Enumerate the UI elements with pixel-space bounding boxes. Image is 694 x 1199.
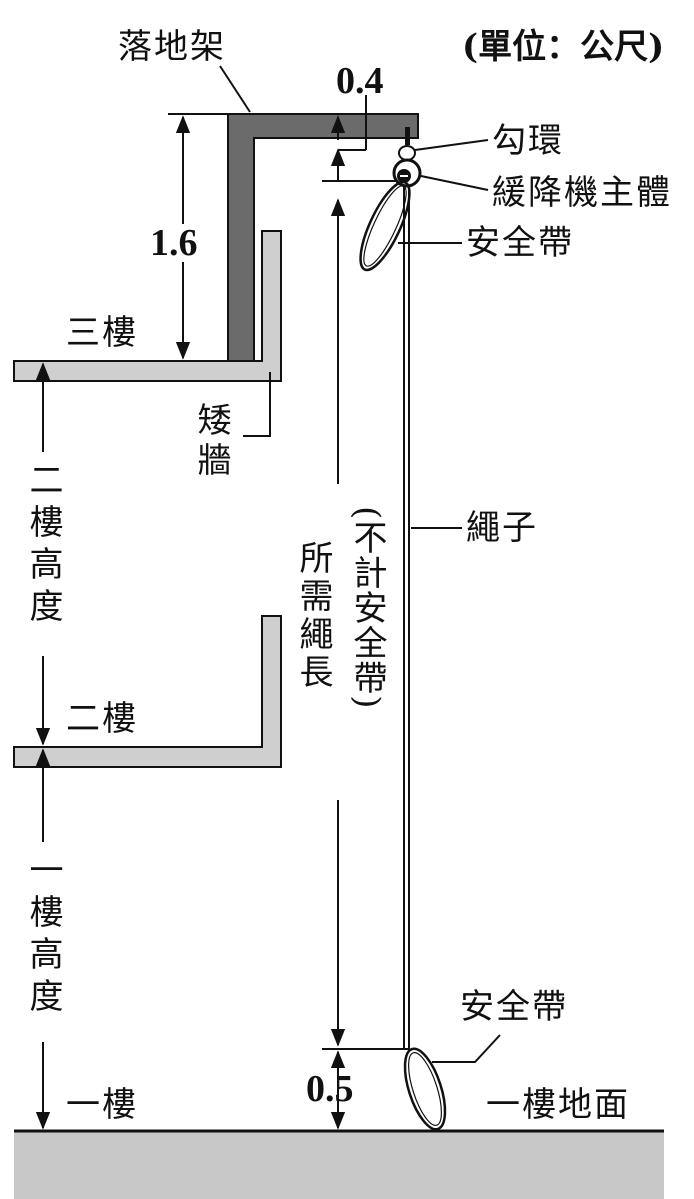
floor-stand bbox=[227, 113, 419, 362]
hook-ring bbox=[398, 145, 416, 161]
excluding-belt-label: (不計安全帶) bbox=[347, 506, 387, 710]
safety-belt-bottom-loop-inner bbox=[408, 1052, 442, 1126]
first-floor-height-label: 一樓高度 bbox=[23, 852, 63, 1020]
required-rope-length-label: 所需繩長 bbox=[293, 540, 333, 692]
safety-belt-bottom-label: 安全帶 bbox=[460, 987, 568, 1027]
hook-rod bbox=[405, 127, 410, 145]
second-floor-label: 二樓 bbox=[66, 699, 138, 739]
unit-note: (單位：公尺) bbox=[462, 27, 665, 67]
safety-belt-top-loop-inner bbox=[363, 185, 407, 267]
second-floor-slab bbox=[13, 615, 282, 768]
safety-belt-bottom-leader bbox=[432, 1034, 501, 1063]
descender-leader bbox=[420, 175, 489, 191]
descender-slot bbox=[400, 175, 408, 177]
hook-ring-label: 勾環 bbox=[492, 121, 564, 161]
stand-height-value: 1.6 bbox=[150, 222, 198, 264]
rope-label: 繩子 bbox=[466, 508, 538, 548]
third-floor-label: 三樓 bbox=[66, 313, 138, 353]
safety-belt-bottom-loop bbox=[403, 1047, 447, 1131]
second-floor-height-label: 二樓高度 bbox=[23, 462, 63, 630]
hook-ring-leader bbox=[414, 139, 489, 151]
ground-floor-surface-label: 一樓地面 bbox=[486, 1085, 630, 1125]
parapet-leader bbox=[243, 372, 271, 437]
ground-slab bbox=[14, 1131, 664, 1199]
bottom-clearance-value: 0.5 bbox=[306, 1068, 354, 1110]
arm-offset-value: 0.4 bbox=[336, 60, 384, 102]
first-floor-label: 一樓 bbox=[66, 1085, 138, 1125]
parapet-label: 矮牆 bbox=[191, 402, 231, 482]
safety-belt-top-label: 安全帶 bbox=[466, 223, 574, 263]
floor-stand-label: 落地架 bbox=[118, 27, 226, 67]
descender-body-label: 緩降機主體 bbox=[492, 173, 672, 213]
floor-stand-leader bbox=[219, 65, 251, 113]
safety-belt-top-loop bbox=[359, 180, 411, 272]
